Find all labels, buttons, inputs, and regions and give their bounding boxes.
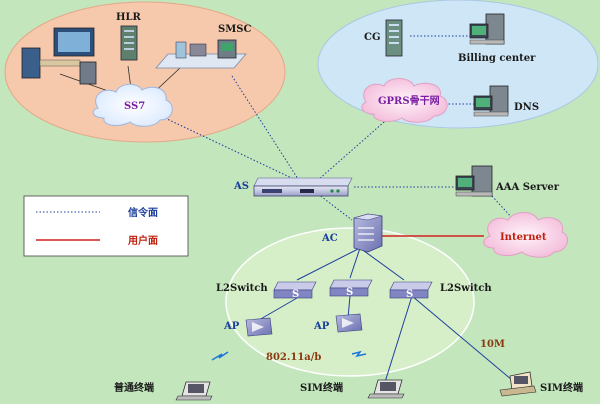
smsc-server-icon xyxy=(155,39,247,69)
laptop-terminal-icon-2 xyxy=(367,379,405,399)
wifi-standard-label: 802.11a/b xyxy=(266,352,321,363)
ss7-cloud xyxy=(92,83,173,127)
legend-user-label: 用户面 xyxy=(127,234,158,247)
terminal-label-2: SIM终端 xyxy=(300,381,343,394)
legend xyxy=(23,195,189,257)
terminal-label-1: 普通终端 xyxy=(114,381,154,394)
operator-workstation-icon xyxy=(21,27,97,85)
as-label: AS xyxy=(233,181,249,192)
terminal-label-3: SIM终端 xyxy=(540,381,583,394)
access-network-zone xyxy=(225,227,475,377)
ac-label: AC xyxy=(321,233,338,244)
l2switch-right-label: L2Switch xyxy=(440,283,492,294)
hlr-label: HLR xyxy=(116,12,141,23)
dns-label: DNS xyxy=(514,102,539,113)
cg-server-icon xyxy=(385,19,403,57)
ap-label-1: AP xyxy=(223,321,240,332)
internet-label: Internet xyxy=(500,232,547,243)
ap-icon-1 xyxy=(245,317,273,337)
wireless-signal-icon-2 xyxy=(351,350,367,358)
cg-label: CG xyxy=(364,32,381,43)
wireless-signal-icon-1 xyxy=(211,351,229,361)
l2switch-left-label: L2Switch xyxy=(216,283,268,294)
smsc-label: SMSC xyxy=(218,24,252,35)
switch-icon-2 xyxy=(329,279,373,297)
gprs-zone xyxy=(317,0,599,129)
as-server-icon xyxy=(253,177,353,197)
ac-router-icon xyxy=(353,213,383,253)
legend-signal-label: 信令面 xyxy=(128,206,158,219)
gprs-label: GPRS骨干网 xyxy=(378,95,440,107)
switch-icon-3 xyxy=(389,281,433,299)
switch-label-1: S xyxy=(292,289,299,300)
billing-center-icon xyxy=(469,13,505,45)
dns-server-icon xyxy=(473,85,509,117)
aaa-server-icon xyxy=(455,165,493,197)
hlr-server-icon xyxy=(120,25,138,61)
gprs-backbone-cloud xyxy=(361,78,448,123)
switch-label-3: S xyxy=(406,289,413,300)
internet-cloud xyxy=(483,212,569,258)
billing-label: Billing center xyxy=(458,53,536,64)
switch-label-2: S xyxy=(346,287,353,298)
ss7-label: SS7 xyxy=(124,101,145,112)
switch-icon-1 xyxy=(273,281,317,299)
access-links xyxy=(258,247,513,383)
laptop-terminal-icon-1 xyxy=(175,381,213,401)
laptop-terminal-icon-3 xyxy=(499,371,537,397)
ap-label-2: AP xyxy=(313,321,330,332)
bandwidth-label: 10M xyxy=(480,339,505,350)
aaa-label: AAA Server xyxy=(495,182,560,193)
ap-icon-2 xyxy=(335,313,363,333)
